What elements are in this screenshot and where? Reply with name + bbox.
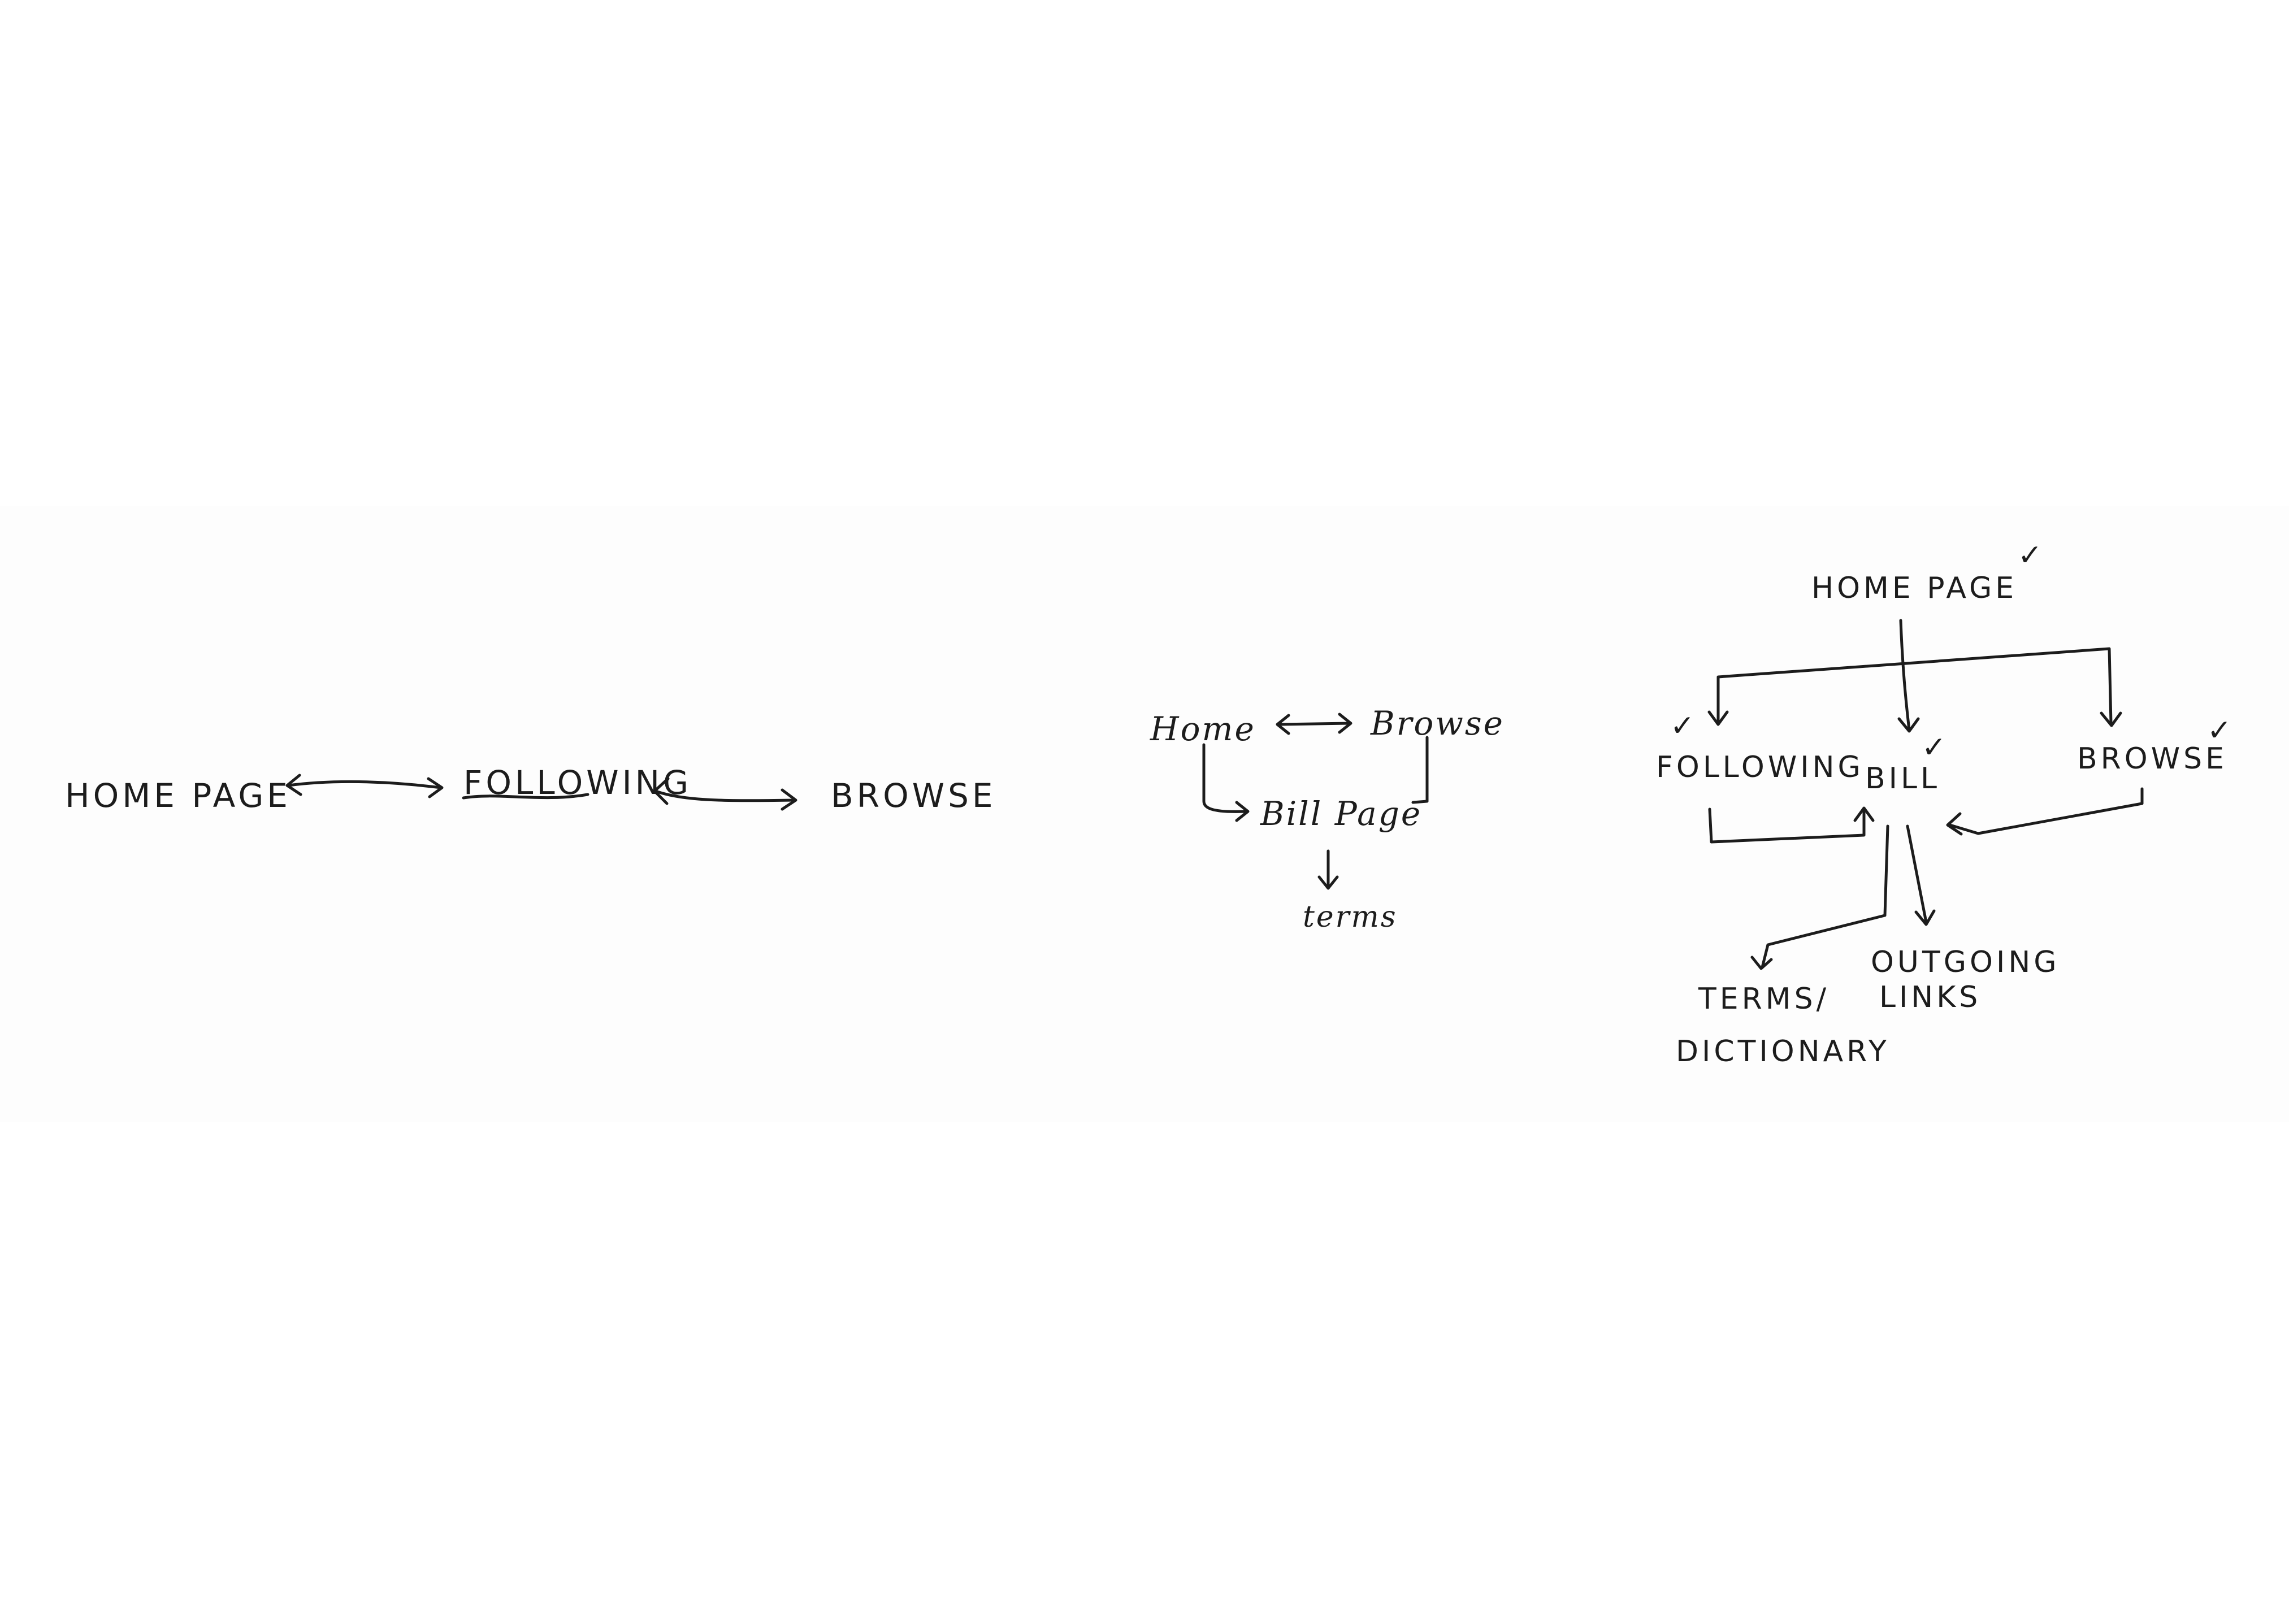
s1-browse-label: BROWSE xyxy=(831,776,996,815)
s1-following-scribble xyxy=(462,793,589,800)
s1-home-page-label: HOME PAGE xyxy=(65,776,291,815)
s2-home-label: Home xyxy=(1150,710,1256,748)
sketch-2-small-tree: Home Browse Bill Page terms xyxy=(1150,704,1505,934)
s3-terms-label: TERMS/ xyxy=(1698,982,1830,1016)
s3-links-label: LINKS xyxy=(1879,980,1981,1014)
s3-following-label: FOLLOWING xyxy=(1656,750,1864,784)
s3-browse-check-mark: ✓ xyxy=(2207,714,2235,748)
s3-arrow-following-bill xyxy=(1708,806,1875,844)
s3-bill-label: BILL xyxy=(1865,762,1940,796)
s3-browse-label: BROWSE xyxy=(2077,742,2227,776)
s3-home-page-label: HOME PAGE xyxy=(1811,571,2017,605)
s2-arrow-home-browse xyxy=(1276,713,1352,735)
s2-browse-label: Browse xyxy=(1370,704,1505,742)
s3-arrow-bill-terms xyxy=(1750,824,1889,970)
s2-bill-page-label: Bill Page xyxy=(1260,794,1422,833)
paper-sheet xyxy=(0,506,2289,1122)
s2-arrow-bill-terms xyxy=(1317,849,1339,890)
s3-branch-bar xyxy=(1707,647,2122,727)
s3-home-check-mark: ✓ xyxy=(2018,539,2046,572)
s3-dictionary-label: DICTIONARY xyxy=(1676,1035,1890,1069)
s3-following-check-mark: ✓ xyxy=(1670,709,1698,743)
sketch-3-site-map: HOME PAGE ✓ FOLLOWING ✓ BILL ✓ BROWSE ✓ … xyxy=(1656,539,2235,1069)
s1-arrow-following-browse xyxy=(653,777,797,811)
s3-outgoing-label: OUTGOING xyxy=(1871,945,2060,979)
sketch-1-linear-flow: HOME PAGE FOLLOWING BROWSE xyxy=(65,763,996,815)
s3-bill-check-mark: ✓ xyxy=(1922,731,1950,765)
s3-arrow-browse-bill xyxy=(1946,787,2144,836)
s3-arrow-bill-outgoing xyxy=(1906,824,1936,926)
s2-arrow-browse-bill xyxy=(1411,736,1429,804)
s3-arrow-home-bill xyxy=(1897,619,1920,733)
s2-terms-label: terms xyxy=(1303,900,1398,934)
s2-arrow-home-bill xyxy=(1202,743,1250,822)
s1-arrow-home-following xyxy=(285,774,444,798)
